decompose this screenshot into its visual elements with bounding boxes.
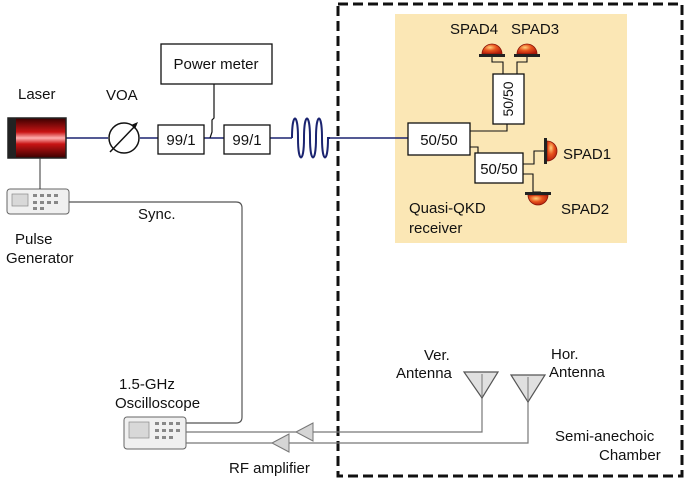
rf-amplifier-2-icon <box>270 433 290 453</box>
ver-antenna-icon <box>462 371 500 400</box>
fiber-spool <box>291 117 330 159</box>
power-meter-link <box>209 84 215 139</box>
sync-cable <box>69 201 243 424</box>
spad4-label: SPAD4 <box>450 21 498 38</box>
chamber-border <box>336 2 684 478</box>
voa-arrow <box>109 124 137 153</box>
ver-antenna-label-1: Ver. <box>424 347 450 364</box>
oscilloscope-icon <box>123 416 187 450</box>
pulse-generator-label-1: Pulse <box>15 231 53 248</box>
pulse-generator-label-2: Generator <box>6 250 74 267</box>
spad3-icon <box>514 43 540 57</box>
splitter-50-50-main-label: 50/50 <box>420 132 458 149</box>
power-meter-label: Power meter <box>173 56 258 73</box>
chamber-label-2: Chamber <box>599 447 661 464</box>
chamber-label-1: Semi-anechoic <box>555 428 655 445</box>
splitter-50-50-main <box>407 122 471 156</box>
spad1-icon <box>544 138 558 164</box>
splitter-50-50-lower-label: 50/50 <box>480 161 518 178</box>
spad2-icon <box>525 192 551 206</box>
spad3-label: SPAD3 <box>511 21 559 38</box>
splitter-50-50-lower <box>474 152 524 184</box>
splitter-99-1-a <box>157 124 205 155</box>
splitter-99-1-b-label: 99/1 <box>232 132 261 149</box>
hor-antenna-label-2: Antenna <box>549 364 606 381</box>
hor-antenna-label-1: Hor. <box>551 346 579 363</box>
splitter-99-1-a-label: 99/1 <box>166 132 195 149</box>
oscilloscope-label-1: 1.5-GHz <box>119 376 175 393</box>
pulse-generator-icon <box>6 188 70 215</box>
voa-label: VOA <box>106 87 138 104</box>
oscilloscope-label-2: Oscilloscope <box>115 395 200 412</box>
rf-cable-hor-antenna <box>289 402 529 444</box>
rf-cable-ver-antenna <box>313 398 483 433</box>
rf-amplifier-label: RF amplifier <box>229 460 310 477</box>
laser-source <box>7 117 67 159</box>
spad1-label: SPAD1 <box>563 146 611 163</box>
sync-label: Sync. <box>138 206 176 223</box>
laser-label: Laser <box>18 86 56 103</box>
receiver-label-2: receiver <box>409 220 462 237</box>
rf-amplifier-1-icon <box>294 422 314 442</box>
power-meter-box <box>160 43 273 85</box>
spad4-icon <box>479 43 505 57</box>
laser-housing <box>8 118 16 158</box>
spad2-label: SPAD2 <box>561 201 609 218</box>
splitter-50-50-upper <box>492 73 525 125</box>
splitter-99-1-b <box>223 124 271 155</box>
voa-arrowhead-icon <box>131 122 138 129</box>
ver-antenna-label-2: Antenna <box>396 365 453 382</box>
splitter-50-50-upper-label: 50/50 <box>500 81 516 116</box>
receiver-label-1: Quasi-QKD <box>409 200 486 217</box>
